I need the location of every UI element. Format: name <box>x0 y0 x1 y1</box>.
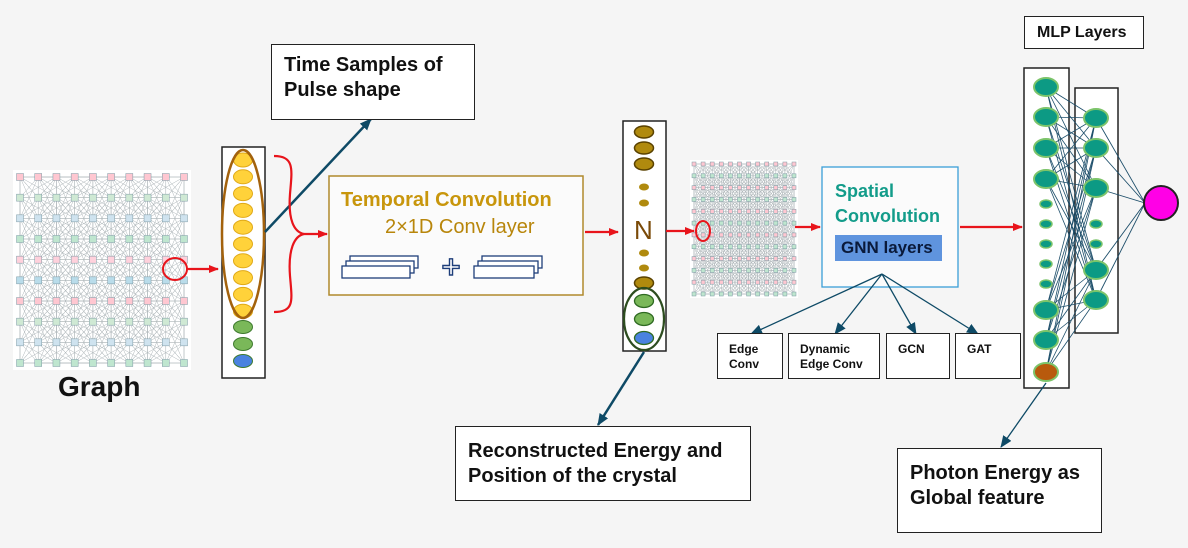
pulse-samples-group-outline <box>220 148 266 320</box>
gnn-layers-label: GNN layers <box>841 238 933 257</box>
n-label: N <box>634 215 653 245</box>
gnn-variant-label: Edge Conv <box>729 342 759 371</box>
photon-energy-label: Photon Energy as Global feature <box>910 462 1081 509</box>
spatial-conv-box <box>821 166 959 288</box>
gnn-variant-label: GCN <box>898 342 925 356</box>
gnn-variant-gcn: GCN <box>886 333 950 379</box>
time-samples-label: Time Samples of Pulse shape <box>284 54 443 101</box>
gnn-variant-edge-conv: Edge Conv <box>717 333 783 379</box>
gnn-branch-arrows <box>750 273 979 335</box>
conv-layer-stack-right <box>473 255 543 279</box>
temporal-conv-title: Temporal Convolution <box>341 189 552 211</box>
spatial-conv-title: Spatial Convolution <box>835 181 940 226</box>
gnn-variant-label: Dynamic Edge Conv <box>800 342 863 371</box>
input-graph-image <box>13 170 191 370</box>
temporal-conv-subtitle: 2×1D Conv layer <box>385 216 535 238</box>
arrow-to-photon-energy <box>1000 382 1047 448</box>
mlp-layers-label: MLP Layers <box>1037 24 1127 41</box>
arrow-to-time-samples <box>264 118 372 233</box>
reconstructed-label: Reconstructed Energy and Position of the… <box>468 440 723 487</box>
mlp-nodes <box>1033 77 1109 382</box>
gnn-variant-gat: GAT <box>955 333 1021 379</box>
graph-label: Graph <box>58 371 141 402</box>
gnn-variant-dynamic-edge-conv: Dynamic Edge Conv <box>788 333 880 379</box>
gnn-highlight <box>835 235 942 261</box>
feature-nodes <box>633 125 655 346</box>
gnn-variant-label: GAT <box>967 342 992 356</box>
mlp-layers-box: MLP Layers <box>1024 16 1144 49</box>
reconstructed-box: Reconstructed Energy and Position of the… <box>455 426 751 501</box>
graph-node-highlight-2 <box>695 220 711 242</box>
arrow-to-reconstructed <box>596 351 646 426</box>
conv-layer-stack-left <box>341 255 419 279</box>
reconstructed-group-outline <box>622 286 666 352</box>
samples-brace <box>273 154 305 314</box>
spatial-graph-image <box>690 160 798 298</box>
photon-energy-box: Photon Energy as Global feature <box>897 448 1102 533</box>
time-samples-box: Time Samples of Pulse shape <box>271 44 475 120</box>
output-node <box>1143 185 1179 221</box>
plus-icon: + <box>440 252 462 282</box>
